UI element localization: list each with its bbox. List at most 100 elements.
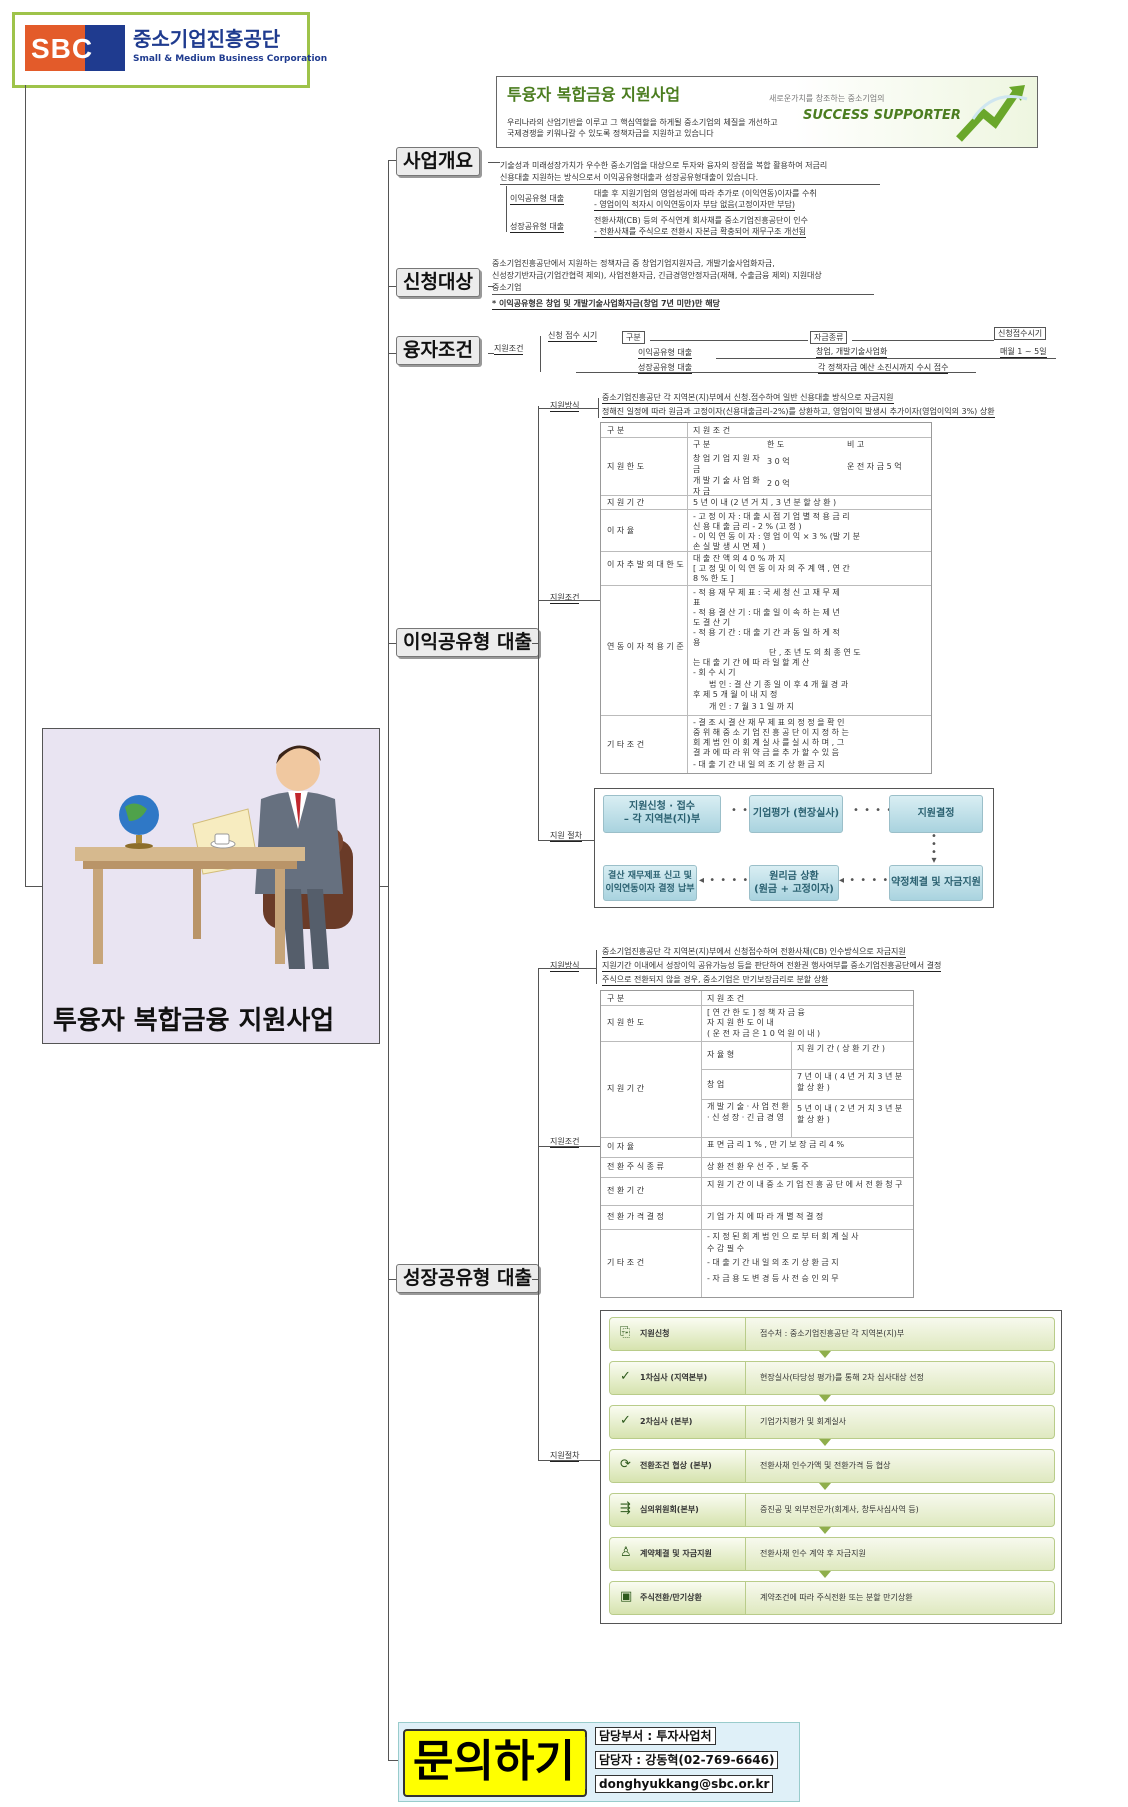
profit-rate-2: 신 용 대 출 금 리 - 2 % (고 정 ) [693, 522, 802, 531]
profit-cond-connector [538, 600, 600, 601]
list-icon: ⇶ [620, 1501, 631, 1516]
profit-row-rate: 이 자 율 [607, 526, 635, 535]
profit-extra-12: 개 인 : 7 월 3 1 일 까 지 [709, 702, 795, 711]
profit-type-label: 이익공유형 대출 [510, 194, 565, 205]
topic-profit[interactable]: 이익공유형 대출 [396, 628, 539, 657]
central-title: 투융자 복합금융 지원사업 [53, 1006, 335, 1036]
conditions-row2-fund: 각 정책자금 예산 소진시까지 수시 접수 [818, 363, 949, 374]
growth-method-line-3: 주식으로 전환되지 않을 경우, 중소기업은 만기보장금리로 분할 상환 [602, 975, 829, 986]
down-arrow-icon [819, 1571, 831, 1578]
flow-step-decision: 지원결정 [889, 795, 983, 833]
contact-email[interactable]: donghyukkang@sbc.or.kr [595, 1775, 774, 1793]
conditions-branch: 지원조건 [494, 344, 524, 355]
profit-limit-a: 창 업 기 업 지 원 자 금 [693, 454, 760, 474]
profit-type-line-1: 대출 후 지원기업의 영업성과에 따라 추가로 (이익연동)이자를 수취 [594, 189, 817, 198]
banner-desc-2: 국제경쟁을 키워나갈 수 있도록 정책자금을 지원하고 있습니다 [507, 129, 714, 138]
target-line-3: 중소기업 [492, 283, 522, 292]
growth-other-2: 수 감 필 수 [707, 1244, 745, 1253]
profit-process-connector [538, 840, 594, 841]
branch-profit [388, 643, 396, 644]
growth-step-committee: ⇶ 심의위원회(본부) 증진공 및 외부전문가(회계사, 창투사심사역 등) [609, 1493, 1055, 1527]
sbc-logo-abbr: SBC [31, 33, 94, 64]
profit-process-label: 지원 절차 [550, 831, 582, 842]
growth-method-connector [538, 968, 596, 969]
profit-conditions-table: 구 분 지 원 조 건 지 원 한 도 구 분 한 도 비 고 창 업 기 업 … [600, 422, 932, 774]
growth-period-c: 개 발 기 술 · 사 업 전 환 · 신 성 장 · 긴 급 경 영 [707, 1102, 789, 1122]
conditions-header-line-2 [852, 340, 994, 341]
topic-target[interactable]: 신청대상 [396, 268, 480, 297]
contact-topic[interactable]: 문의하기 [403, 1729, 587, 1797]
profit-limit-h1: 구 분 [693, 440, 711, 449]
growth-process-connector [538, 1460, 600, 1461]
profit-rate-4: 손 실 발 생 시 면 제 ) [693, 542, 766, 551]
computer-icon: ▣ [620, 1589, 633, 1604]
profit-limit-a-value: 3 0 억 [767, 457, 790, 466]
profit-row-limit: 지 원 한 도 [607, 462, 645, 471]
flow-arrow-5: ◂ • • • • [699, 875, 750, 886]
overview-connector [488, 162, 500, 163]
profit-extra-2: 표 [693, 598, 701, 607]
growth-step-label: 전환조건 협상 (본부) [640, 1461, 712, 1470]
growth-row-conv-price: 전 환 가 격 결 정 [607, 1212, 664, 1221]
contact-dept: 담당부서 : 투자사업처 [595, 1727, 716, 1745]
growth-conv-value: 상 환 전 환 우 선 주 , 보 통 주 [707, 1162, 809, 1171]
growth-method-label: 지원방식 [550, 961, 580, 972]
growth-period-c-value: 5 년 이 내 ( 2 년 거 치 3 년 분 할 상 환 ) [797, 1104, 903, 1124]
check-icon: ✓ [620, 1413, 631, 1428]
logo-korean-name: 중소기업진흥공단 [133, 27, 281, 51]
growth-row-rate: 이 자 율 [607, 1142, 635, 1151]
profit-period-value: 5 년 이 내 (2 년 거 치 , 3 년 분 할 상 환 ) [693, 498, 837, 507]
profit-row-extra: 연 동 이 자 적 용 기 준 [607, 642, 684, 651]
growth-step-label: 심의위원회(본부) [640, 1505, 699, 1514]
growth-other-1: - 지 정 된 회 계 법 인 으 로 부 터 회 계 실 사 [707, 1232, 859, 1241]
growth-other-3: - 대 출 기 간 내 일 의 조 기 상 환 금 지 [707, 1258, 839, 1267]
profit-extra-8: 는 대 출 기 간 에 따 라 일 할 계 산 [693, 658, 810, 667]
document-icon: ⎘ [620, 1325, 631, 1340]
conditions-col-type: 구분 [622, 331, 645, 344]
flow-arrow-3: •••▾ [931, 831, 938, 866]
flow-step-settle: 결산 재무제표 신고 및 이익연동이자 결정 납부 [603, 865, 697, 901]
profit-method-label: 지원방식 [550, 401, 580, 412]
banner: 투융자 복합금융 지원사업 우리나라의 산업기반을 이루고 그 핵심역할을 하게… [496, 76, 1038, 148]
profit-extra-1: - 적 용 재 무 제 표 : 국 세 청 신 고 재 무 제 [693, 588, 840, 597]
flow-step-repay: 원리금 상환 (원금 + 고정이자) [749, 865, 839, 901]
contact-panel: 문의하기 담당부서 : 투자사업처 담당자 : 강동혁(02-769-6646)… [398, 1722, 800, 1802]
growth-period-b: 창 업 [707, 1080, 725, 1089]
contact-vline [585, 1737, 586, 1789]
overview-sub-connector [506, 186, 507, 232]
profit-extra-11: 후 제 5 개 월 이 내 지 정 [693, 690, 778, 699]
growth-row-conv-period: 전 환 기 간 [607, 1186, 645, 1195]
growth-table-h1: 구 분 [607, 994, 625, 1003]
growth-period-subtable: 자 율 형 지 원 기 간 ( 상 환 기 간 ) 창 업 7 년 이 내 ( … [701, 1041, 913, 1137]
flow-step-contract: 약정체결 및 자금지원 [889, 865, 983, 901]
growth-other-4: - 자 금 용 도 변 경 등 사 전 승 인 의 무 [707, 1274, 839, 1283]
profit-extra-7: 단 , 조 년 도 의 최 종 연 도 [769, 648, 861, 657]
banner-desc-1: 우리나라의 산업기반을 이루고 그 핵심역할을 하게될 중소기업의 체질을 개선… [507, 118, 778, 127]
growth-step-negotiation: ⟳ 전환조건 협상 (본부) 전환사채 인수가액 및 전환가격 등 협상 [609, 1449, 1055, 1483]
growth-row-period: 지 원 기 간 [607, 1084, 645, 1093]
logo-english-name: Small & Medium Business Corporation [133, 54, 328, 64]
down-arrow-icon [819, 1527, 831, 1534]
down-arrow-icon [819, 1351, 831, 1358]
growth-method-line-2: 지원기간 이내에서 성장이익 공유가능성 등을 판단하여 전환권 행사여부를 중… [602, 961, 942, 972]
growth-step-desc: 접수처 : 중소기업진흥공단 각 지역본(지)부 [760, 1329, 905, 1338]
profit-row-other: 기 타 조 건 [607, 740, 645, 749]
profit-extra-10: 법 인 : 결 산 기 종 일 이 후 4 개 월 경 과 [709, 680, 849, 689]
growth-type-line-2: - 전환사채를 주식으로 전환시 자본금 확충되어 재무구조 개선됨 [594, 227, 807, 238]
conditions-row1-line [716, 358, 1056, 359]
growth-row-limit: 지 원 한 도 [607, 1018, 645, 1027]
topic-conditions[interactable]: 융자조건 [396, 336, 480, 365]
down-arrow-icon [819, 1439, 831, 1446]
growth-limit-3: ( 운 전 자 금 은 1 0 억 원 이 내 ) [707, 1029, 821, 1038]
conditions-col-fund: 자금종류 [810, 331, 848, 344]
profit-connector [532, 643, 538, 644]
topic-growth[interactable]: 성장공유형 대출 [396, 1264, 539, 1293]
branch-contact [388, 1760, 400, 1761]
growth-step-apply: ⎘ 지원신청 접수처 : 중소기업진흥공단 각 지역본(지)부 [609, 1317, 1055, 1351]
growth-step-desc: 계약조건에 따라 주식전환 또는 분할 만기상환 [760, 1593, 913, 1602]
branch-overview [388, 160, 396, 161]
central-to-trunk [378, 886, 389, 887]
topic-overview[interactable]: 사업개요 [396, 147, 480, 176]
profit-row-period: 지 원 기 간 [607, 498, 645, 507]
profit-process-flow: 지원신청 · 접수 – 각 지역본(지)부 • • • • ▸ 기업평가 (현장… [594, 788, 994, 908]
